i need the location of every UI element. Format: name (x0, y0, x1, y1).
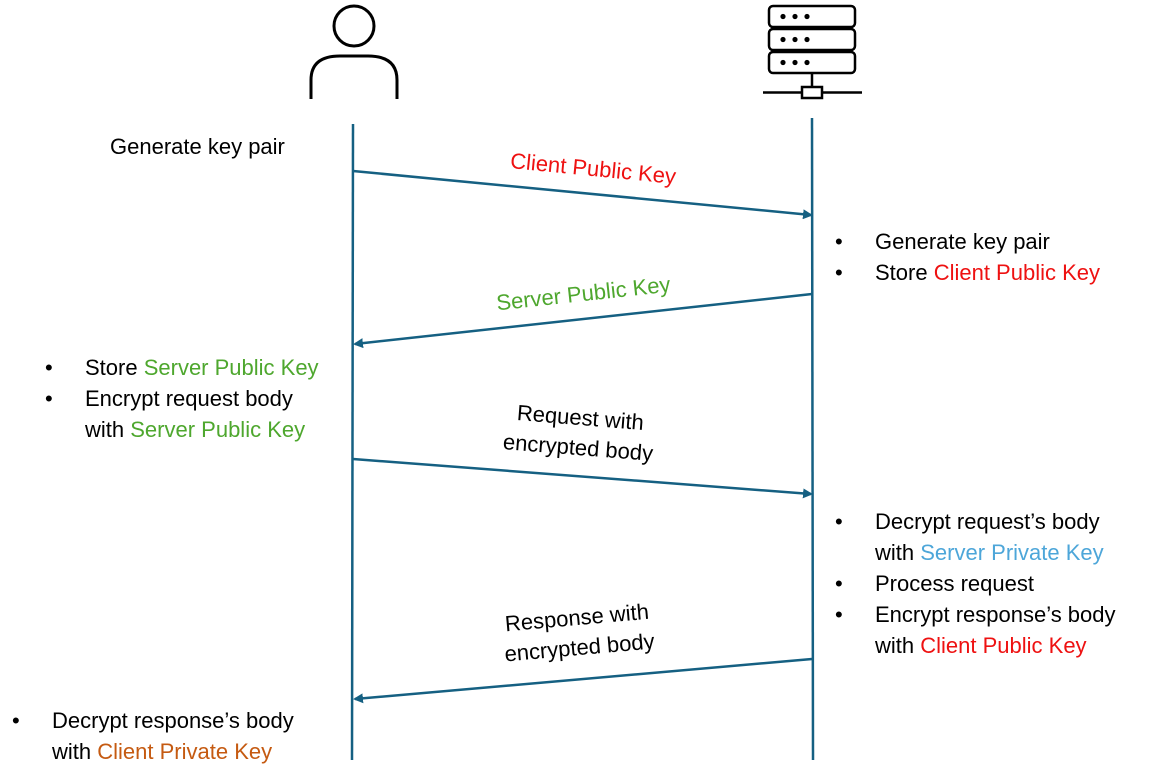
bullet: • (835, 229, 843, 254)
encrypt-request-label: Encrypt request body (85, 386, 293, 411)
bullet: • (835, 602, 843, 627)
client-generate-key-pair: Generate key pair (110, 134, 285, 159)
store-prefix: Store (85, 355, 144, 380)
server-icon (763, 4, 862, 100)
server-public-key-label: Server Public Key (130, 417, 306, 442)
user-icon (309, 4, 399, 99)
client-public-key-label: Client Public Key (933, 260, 1101, 285)
list-item: • Process request (835, 568, 1116, 599)
store-prefix: Store (875, 260, 934, 285)
list-item: • Encrypt request body with Server Publi… (45, 383, 319, 445)
arrow-server-public-key (353, 292, 813, 349)
encrypt-response-label: Encrypt response’s body (875, 602, 1116, 627)
list-item: • Decrypt response’s body with Client Pr… (12, 705, 294, 767)
decrypt-response-label: Decrypt response’s body (52, 708, 294, 733)
list-item: • Store Client Public Key (835, 257, 1101, 288)
list-item: • Decrypt request’s body with Server Pri… (835, 506, 1116, 568)
client-private-key-label: Client Private Key (97, 739, 273, 764)
server-private-key-label: Server Private Key (920, 540, 1104, 565)
server-generate-key-pair: Generate key pair (875, 229, 1050, 254)
client-public-key-label: Client Public Key (920, 633, 1087, 658)
client-final-steps-list: • Decrypt response’s body with Client Pr… (12, 705, 294, 767)
bullet: • (45, 386, 53, 411)
bullet: • (45, 355, 53, 380)
encrypt-with-prefix: with (875, 633, 921, 658)
arrow-request (352, 457, 813, 499)
decrypt-with-prefix: with (875, 540, 921, 565)
server-lifeline (810, 117, 815, 761)
server-processing-list: • Decrypt request’s body with Server Pri… (835, 506, 1116, 661)
bullet: • (12, 708, 20, 733)
arrow-client-public-key (352, 169, 813, 220)
client-lifeline (350, 123, 355, 761)
encrypt-with-prefix: with (85, 417, 131, 442)
decrypt-request-label: Decrypt request’s body (875, 509, 1100, 534)
arrow-response (353, 657, 813, 704)
client-steps-list: • Store Server Public Key • Encrypt requ… (45, 352, 319, 445)
decrypt-with-prefix: with (52, 739, 98, 764)
bullet: • (835, 260, 843, 285)
process-request-label: Process request (875, 571, 1034, 596)
list-item: • Store Server Public Key (45, 352, 319, 383)
bullet: • (835, 509, 843, 534)
list-item: • Generate key pair (835, 226, 1100, 257)
message-request: Request with encrypted body (502, 397, 657, 469)
list-item: • Encrypt response’s body with Client Pu… (835, 599, 1116, 661)
server-steps-list: • Generate key pair • Store Client Publi… (835, 226, 1101, 288)
server-public-key-label: Server Public Key (143, 355, 319, 380)
bullet: • (835, 571, 843, 596)
